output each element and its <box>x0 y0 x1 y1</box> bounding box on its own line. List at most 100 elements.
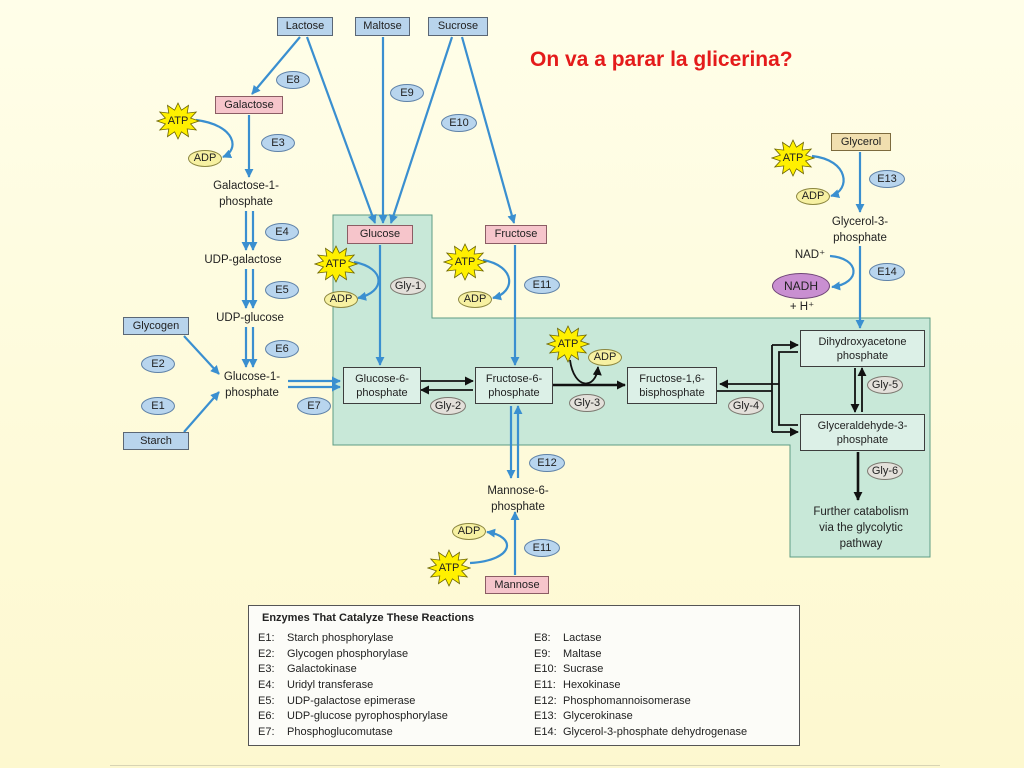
legend-code: E9: <box>534 647 551 660</box>
glycolysis-step-gly1: Gly-1 <box>390 277 426 295</box>
arrow-sucrose-to-glucose <box>389 36 454 224</box>
curve-atp-to-adp-glucose <box>353 260 380 301</box>
atp-label: ATP <box>454 256 476 268</box>
further-catabolism-label: Further catabolism via the glycolytic pa… <box>813 504 908 552</box>
nad-plus-label: NAD⁺ <box>794 249 826 261</box>
glucose-6-phosphate-box: Glucose-6- phosphate <box>343 367 421 404</box>
starburst-icon <box>771 139 815 177</box>
starburst-icon <box>314 245 358 283</box>
legend-enzyme-name: Starch phosphorylase <box>287 632 394 644</box>
dihydroxyacetone-phosphate-line1: Dihydroxyacetone <box>818 335 907 348</box>
starch-box: Starch <box>123 432 189 450</box>
glycerol-box: Glycerol <box>831 133 891 151</box>
legend-enzyme-name: Phosphoglucomutase <box>287 726 393 739</box>
atp-starburst-fructose: ATP <box>443 243 487 281</box>
atp-starburst-mannose: ATP <box>427 549 471 587</box>
glycolysis-step-gly6: Gly-6 <box>867 462 903 480</box>
legend-left-column: E1:Starch phosphorylase E2:Glycogen phos… <box>258 631 448 741</box>
glycerol-3-phosphate-line1: Glycerol-3- <box>831 216 889 228</box>
udp-galactose-label: UDP-galactose <box>204 254 282 266</box>
legend-enzyme-name: Uridyl transferase <box>287 679 374 692</box>
arrow-lactose-to-galactose <box>251 36 301 95</box>
legend-row: E3:Galactokinase <box>258 662 448 678</box>
galactose-box: Galactose <box>215 96 283 114</box>
legend-row: E13:Glycerokinase <box>534 709 747 725</box>
legend-code: E12: <box>534 694 557 707</box>
starburst-icon <box>546 325 590 363</box>
fructose-6-phosphate-line2: phosphate <box>488 386 540 399</box>
galactose-1-phosphate-line1: Galactose-1- <box>213 180 279 192</box>
fructose-box: Fructose <box>485 225 547 244</box>
enzyme-e7: E7 <box>297 397 331 415</box>
glycerol-3-phosphate-line2: phosphate <box>833 232 887 244</box>
bottom-rule <box>110 765 940 766</box>
fructose-1-6-bisphosphate-line1: Fructose-1,6- <box>639 372 705 385</box>
legend-row: E10:Sucrase <box>534 662 747 678</box>
enzyme-e5: E5 <box>265 281 299 299</box>
legend-code: E10: <box>534 663 557 676</box>
atp-starburst-glycerol: ATP <box>771 139 815 177</box>
enzyme-e2: E2 <box>141 355 175 373</box>
legend-code: E7: <box>258 726 275 739</box>
arrow-lactose-to-glucose <box>305 36 377 224</box>
legend-code: E2: <box>258 647 275 660</box>
lactose-box: Lactose <box>277 17 333 36</box>
enzyme-e8: E8 <box>276 71 310 89</box>
glucose-6-phosphate-line2: phosphate <box>356 386 408 399</box>
galactose-1-phosphate-line2: phosphate <box>219 196 273 208</box>
enzyme-e11-fructose: E11 <box>524 276 560 294</box>
legend-code: E14: <box>534 726 557 739</box>
further-catabolism-line1: Further catabolism <box>813 506 909 518</box>
mannose-6-phosphate-label: Mannose-6- phosphate <box>487 483 548 515</box>
legend-enzyme-name: Glycerol-3-phosphate dehydrogenase <box>563 726 748 739</box>
starburst-icon <box>427 549 471 587</box>
glycerol-3-phosphate-label: Glycerol-3- phosphate <box>832 214 888 246</box>
curve-atp-to-adp-fructose <box>482 258 511 301</box>
udp-glucose-label: UDP-glucose <box>216 312 284 324</box>
enzyme-e1: E1 <box>141 397 175 415</box>
glyceraldehyde-3-phosphate-line1: Glyceraldehyde-3- <box>817 419 908 432</box>
adp-mannose: ADP <box>452 523 486 540</box>
enzyme-e6: E6 <box>265 340 299 358</box>
legend-code: E3: <box>258 663 275 676</box>
fructose-6-phosphate-line1: Fructose-6- <box>485 372 543 385</box>
legend-enzyme-name: Hexokinase <box>563 679 621 692</box>
mannose-box: Mannose <box>485 576 549 594</box>
enzyme-e11-mannose: E11 <box>524 539 560 557</box>
glycolysis-step-gly4: Gly-4 <box>728 397 764 415</box>
curve-atp-to-adp-glycerol <box>811 154 845 198</box>
arrow-glycogen-to-glc1p <box>183 335 220 375</box>
enzyme-e4: E4 <box>265 223 299 241</box>
dihydroxyacetone-phosphate-line2: phosphate <box>836 349 889 362</box>
legend-row: E7: Phosphoglucomutase <box>258 725 448 741</box>
legend-enzyme-name: UDP-galactose epimerase <box>287 694 416 707</box>
arrow-starch-to-glc1p <box>183 391 220 433</box>
adp-glycerol: ADP <box>796 188 830 205</box>
legend-heading: Enzymes That Catalyze These Reactions <box>262 612 475 624</box>
enzyme-e12: E12 <box>529 454 565 472</box>
adp-phosphofructokinase: ADP <box>588 349 622 366</box>
atp-label: ATP <box>167 115 189 127</box>
dihydroxyacetone-phosphate-box: Dihydroxyacetone phosphate <box>800 330 925 367</box>
further-catabolism-line2: via the glycolytic <box>819 522 903 534</box>
page-title: On va a parar la glicerina? <box>530 48 793 71</box>
glucose-box: Glucose <box>347 225 413 244</box>
adp-fructose: ADP <box>458 291 492 308</box>
glycogen-box: Glycogen <box>123 317 189 335</box>
glucose-1-phosphate-line1: Glucose-1- <box>223 371 281 383</box>
enzyme-legend: Enzymes That Catalyze These Reactions E1… <box>248 605 800 746</box>
legend-row: E5:UDP-galactose epimerase <box>258 694 448 710</box>
fructose-1-6-bisphosphate-line2: bisphosphate <box>639 386 705 399</box>
enzyme-e13: E13 <box>869 170 905 188</box>
atp-label: ATP <box>325 258 347 270</box>
curve-atp-to-adp-galactokinase <box>195 118 234 159</box>
legend-row: E8:Lactase <box>534 631 747 647</box>
glycolysis-step-gly5: Gly-5 <box>867 376 903 394</box>
arrow-sucrose-to-fructose <box>460 36 517 224</box>
bracket-join <box>778 351 798 426</box>
legend-row: E9:Maltase <box>534 647 747 663</box>
legend-row: E12:Phosphomannoisomerase <box>534 694 747 710</box>
legend-enzyme-name: UDP-glucose pyrophosphorylase <box>287 710 448 723</box>
legend-code: E13: <box>534 710 557 723</box>
legend-code: E11: <box>534 679 556 692</box>
